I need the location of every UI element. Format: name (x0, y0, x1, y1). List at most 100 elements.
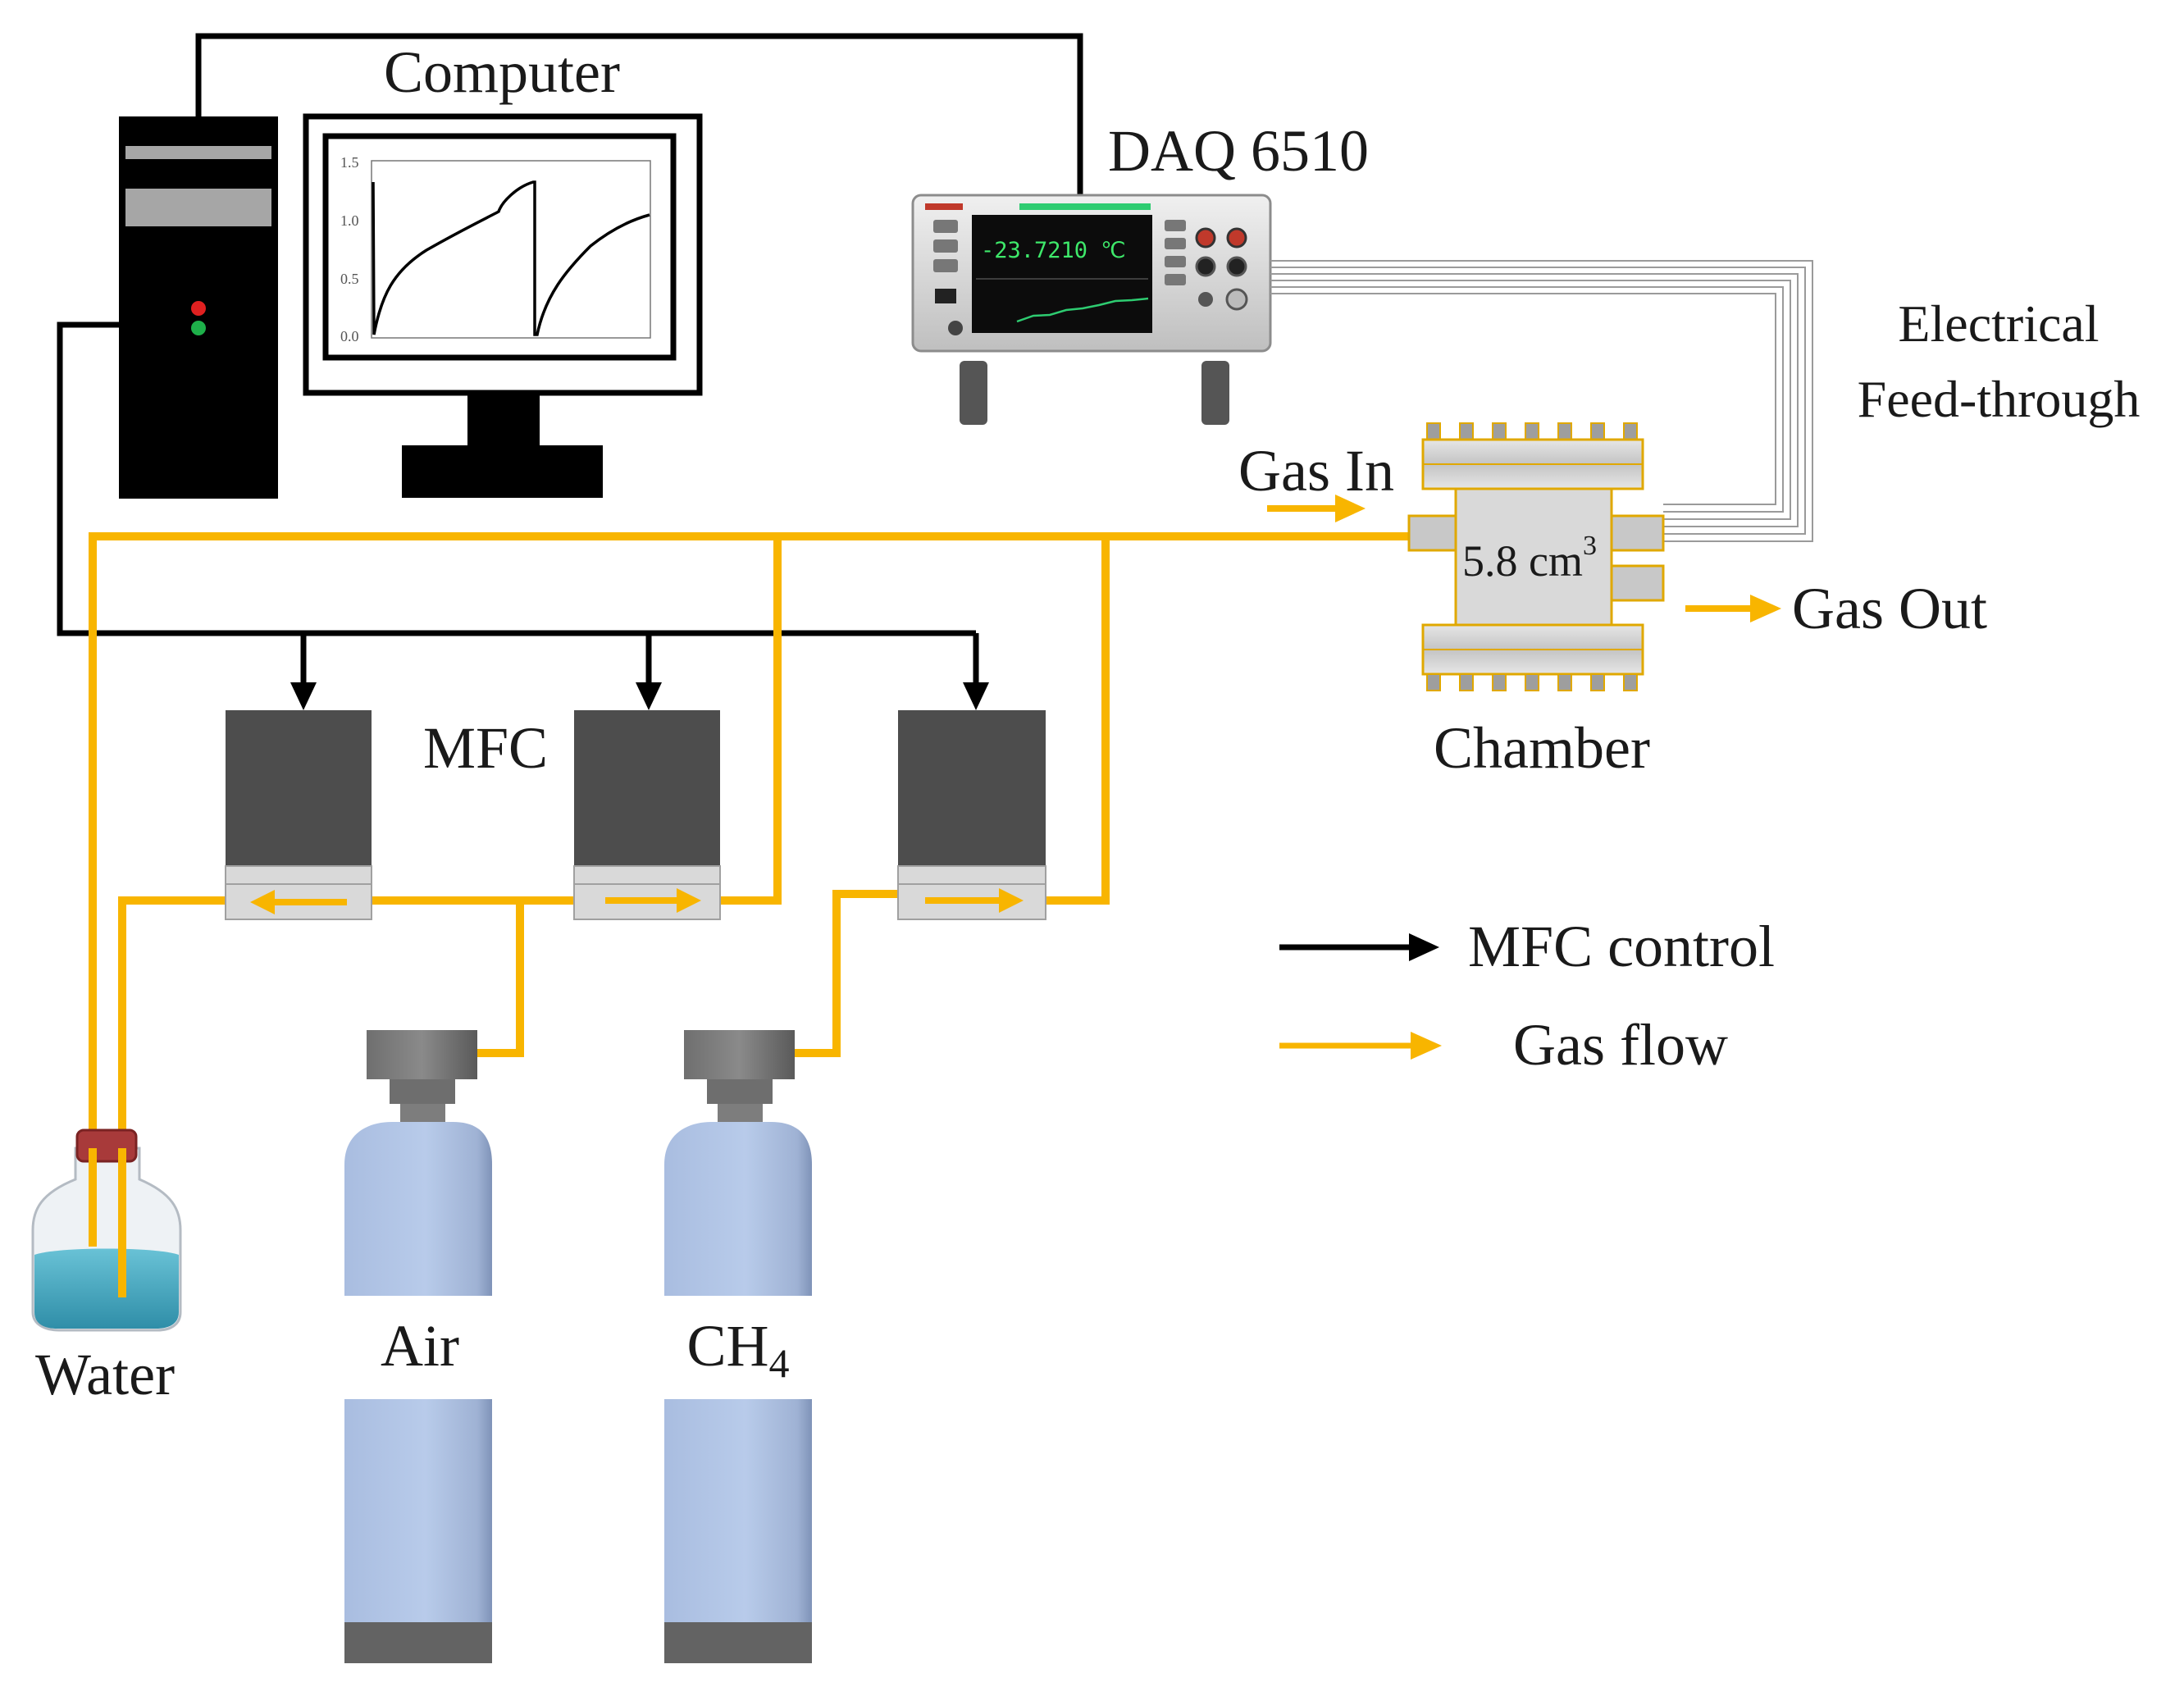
monitor-base (402, 445, 603, 498)
label-gas-in: Gas In (1238, 438, 1394, 504)
drive-bay-slim (125, 146, 271, 159)
mfc-flow-arrowhead (677, 888, 701, 913)
cylinder-lower-body (344, 1399, 492, 1622)
volume-superscript: 3 (1583, 531, 1597, 561)
ch4-subscript: 4 (769, 1340, 790, 1386)
daq-button (933, 220, 958, 233)
bolt (1459, 422, 1474, 440)
bolt (1525, 422, 1539, 440)
chamber-bolts-bottom (1426, 673, 1638, 691)
daq-power-knob (948, 321, 963, 335)
daq-usb-port (935, 289, 956, 303)
label-water: Water (35, 1342, 175, 1407)
mfc-3 (897, 710, 1046, 920)
daq-green-strip (1019, 203, 1151, 210)
computer: 1.5 1.0 0.5 0.0 (119, 113, 703, 499)
daq-screen (972, 215, 1152, 333)
bottle-water (34, 1248, 179, 1329)
control-arrowheads (290, 682, 989, 710)
computer-to-daq-line (195, 33, 1083, 205)
daq-button (1165, 256, 1186, 267)
legend-control-label: MFC control (1468, 914, 1775, 979)
label-computer: Computer (384, 39, 620, 105)
plot-tick-label: 0.5 (340, 271, 359, 287)
mfc-2 (573, 710, 721, 920)
control-arrowhead (963, 682, 989, 710)
daq-button (933, 239, 958, 253)
label-daq: DAQ 6510 (1108, 118, 1369, 184)
label-gas-out: Gas Out (1792, 576, 1987, 641)
legend-control-arrowhead (1409, 933, 1439, 961)
gas-out-arrowhead (1750, 595, 1781, 622)
mfc-body (226, 710, 372, 866)
mfc-base (225, 865, 372, 920)
mfc-flow-arrowhead (999, 888, 1024, 913)
bolt (1492, 673, 1507, 691)
plot-tick-label: 1.0 (340, 212, 359, 229)
feedthrough-wire (1270, 280, 1791, 520)
bolt (1623, 422, 1638, 440)
ch4-cylinder (664, 1030, 812, 1663)
bolt (1590, 673, 1605, 691)
chamber-body (1454, 487, 1613, 627)
bottle-cork (75, 1128, 138, 1163)
cylinder-base (664, 1622, 812, 1663)
chamber-inlet-port (1407, 514, 1457, 552)
feedthrough-wire (1270, 260, 1813, 542)
legend-gas-label: Gas flow (1513, 1012, 1728, 1078)
label-air: Air (381, 1313, 459, 1379)
bolt (1590, 422, 1605, 440)
air-cylinder (344, 1030, 492, 1663)
daq-screen-trace (1016, 297, 1149, 323)
bolt (1459, 673, 1474, 691)
label-ch4: CH4 (686, 1313, 789, 1386)
bolt (1426, 422, 1441, 440)
monitor-plot: 1.5 1.0 0.5 0.0 (340, 154, 651, 344)
mfc-body (898, 710, 1046, 866)
bolt (1426, 673, 1441, 691)
power-led-green (191, 321, 206, 335)
daq-terminal (1195, 227, 1216, 248)
chamber-bolts-top (1426, 422, 1638, 440)
label-feedthrough: Feed-through (1858, 370, 2141, 428)
air-feed-line (477, 900, 524, 1057)
mfc-body (574, 710, 720, 866)
label-electrical: Electrical (1898, 294, 2099, 353)
cylinder-valve-neck (390, 1079, 455, 1104)
daq-reading: -23.7210 ℃ (981, 238, 1126, 263)
cylinder-valve-neck (707, 1079, 773, 1104)
cylinder-shoulder-neck (718, 1104, 763, 1122)
cylinder-valve-head (684, 1030, 795, 1079)
mfc-flow-arrowhead (250, 890, 275, 914)
daq-instrument: -23.7210 ℃ (911, 194, 1272, 425)
label-mfc: MFC (423, 715, 548, 781)
feedthrough-wire (1270, 267, 1806, 535)
control-arrowhead (636, 682, 662, 710)
mfc3-to-header-line (1046, 536, 1110, 905)
plot-tick-label: 0.0 (340, 328, 359, 344)
daq-button (1165, 238, 1186, 249)
legend: MFC control Gas flow (1279, 914, 1775, 1078)
mfc2-to-header-line (720, 536, 782, 905)
water-bottle (31, 1128, 182, 1332)
control-arrowhead (290, 682, 317, 710)
mfc-base (573, 865, 721, 920)
plot-axes-box (371, 160, 651, 339)
daq-terminal (1226, 256, 1247, 277)
cylinder-shoulder-neck (400, 1104, 445, 1122)
bolt (1623, 673, 1638, 691)
feedthrough-wire (1270, 286, 1784, 513)
plot-tick-label: 1.5 (340, 154, 359, 171)
computer-to-mfc-bus (57, 321, 976, 636)
power-led-red (191, 301, 206, 316)
bolt (1557, 422, 1572, 440)
mfc-1 (225, 710, 372, 920)
daq-button (1165, 220, 1186, 231)
daq-button (933, 259, 958, 272)
feedthrough-wire (1270, 293, 1776, 505)
daq-terminal (1198, 292, 1213, 307)
ch4-feed-line (795, 890, 898, 1057)
gas-header-line (89, 532, 1411, 1148)
daq-foot-left (960, 361, 987, 425)
